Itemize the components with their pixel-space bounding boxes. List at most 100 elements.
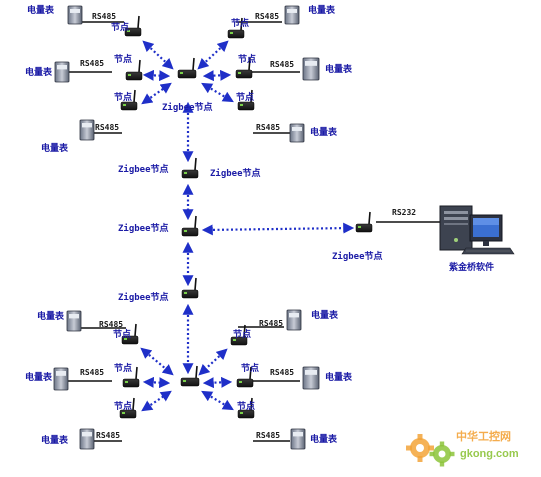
computer-icon bbox=[439, 205, 515, 255]
node-led bbox=[358, 226, 361, 228]
rs485-label: RS485 bbox=[95, 123, 120, 132]
rs485-label: RS485 bbox=[270, 368, 295, 377]
antenna-icon bbox=[250, 397, 253, 411]
rs485-label: RS485 bbox=[99, 320, 124, 329]
node-led bbox=[122, 412, 125, 414]
node-label: 节点 bbox=[111, 23, 130, 33]
antenna-icon bbox=[135, 366, 138, 380]
watermark-gear-icon bbox=[406, 434, 455, 467]
meter-display bbox=[82, 123, 92, 128]
rs485-label: RS485 bbox=[92, 12, 117, 21]
watermark-url: gkong.com bbox=[460, 448, 519, 460]
rs485-label: RS485 bbox=[96, 431, 121, 440]
node-led bbox=[233, 339, 236, 341]
zigbee-node-label: Zigbee节点 bbox=[162, 103, 213, 113]
wireless-link bbox=[140, 347, 174, 376]
node-led bbox=[127, 30, 130, 32]
meter-display bbox=[287, 9, 297, 13]
wireless-link bbox=[201, 222, 355, 236]
node-label: 节点 bbox=[114, 364, 133, 374]
antenna-icon bbox=[243, 324, 246, 338]
meter-display bbox=[305, 370, 317, 375]
wireless-link bbox=[142, 40, 174, 70]
node-label: 节点 bbox=[241, 364, 260, 374]
node-led bbox=[183, 380, 186, 382]
zigbee-node-label: Zigbee节点 bbox=[332, 252, 383, 262]
wireless-link bbox=[142, 376, 171, 389]
meter-label: 电量表 bbox=[41, 144, 69, 154]
zigbee-node-label: Zigbee节点 bbox=[118, 293, 169, 303]
antenna-icon bbox=[250, 89, 253, 103]
meter-label: 电量表 bbox=[25, 373, 53, 383]
meter-label: 电量表 bbox=[308, 6, 336, 16]
node-led bbox=[184, 172, 187, 174]
node-label: 节点 bbox=[114, 93, 133, 103]
node-led bbox=[239, 381, 242, 383]
node-led bbox=[125, 381, 128, 383]
meter-icon bbox=[289, 123, 305, 143]
antenna-icon bbox=[194, 277, 197, 291]
wireless-link bbox=[201, 82, 234, 103]
node-led bbox=[128, 74, 131, 76]
wireless-links bbox=[140, 40, 355, 412]
software-label: 紫金桥软件 bbox=[449, 263, 495, 273]
meter-icon bbox=[67, 5, 83, 25]
antenna-icon bbox=[249, 366, 252, 380]
meter-display bbox=[293, 432, 303, 437]
rs485-label: RS485 bbox=[256, 123, 281, 132]
meter-label: 电量表 bbox=[27, 6, 55, 16]
node-led bbox=[124, 338, 127, 340]
wireless-link bbox=[142, 69, 171, 82]
node-label: 节点 bbox=[114, 402, 133, 412]
antenna-icon bbox=[137, 15, 140, 29]
meter-display bbox=[70, 9, 80, 13]
antenna-icon bbox=[138, 59, 141, 73]
node-led bbox=[184, 292, 187, 294]
node-led bbox=[123, 104, 126, 106]
watermark-cn: 中华工控网 bbox=[456, 430, 511, 443]
antenna-icon bbox=[192, 57, 195, 71]
meter-icon bbox=[284, 5, 300, 25]
rs485-label: RS485 bbox=[259, 319, 284, 328]
meter-label: 电量表 bbox=[325, 65, 353, 75]
zigbee-nodes bbox=[119, 15, 373, 419]
wireless-link bbox=[197, 40, 229, 70]
node-label: 节点 bbox=[113, 330, 132, 340]
meter-label: 电量表 bbox=[310, 435, 338, 445]
node-led bbox=[180, 72, 183, 74]
rs485-label: RS485 bbox=[270, 60, 295, 69]
antenna-icon bbox=[134, 323, 137, 337]
meter-label: 电量表 bbox=[25, 68, 53, 78]
meter-label: 电量表 bbox=[310, 128, 338, 138]
node-led bbox=[240, 104, 243, 106]
zigbee-node-label: Zigbee节点 bbox=[210, 169, 261, 179]
meter-label: 电量表 bbox=[41, 436, 69, 446]
rs485-label: RS485 bbox=[255, 12, 280, 21]
antenna-icon bbox=[133, 89, 136, 103]
rs485-wires bbox=[67, 21, 440, 442]
antenna-icon bbox=[368, 211, 371, 225]
rs232-label: RS232 bbox=[392, 208, 417, 217]
node-label: 节点 bbox=[237, 402, 256, 412]
node-led bbox=[184, 230, 187, 232]
node-label: 节点 bbox=[114, 55, 133, 65]
antenna-icon bbox=[132, 397, 135, 411]
rs485-label: RS485 bbox=[256, 431, 281, 440]
meter-display bbox=[57, 65, 67, 70]
node-led bbox=[238, 72, 241, 74]
node-label: 节点 bbox=[236, 93, 255, 103]
wireless-link bbox=[202, 69, 232, 82]
wireless-link bbox=[141, 390, 172, 412]
antenna-icon bbox=[195, 365, 198, 379]
wireless-link bbox=[198, 348, 228, 376]
watermark: 中华工控网 gkong.com bbox=[404, 424, 540, 472]
meter-label: 电量表 bbox=[37, 312, 65, 322]
meter-display bbox=[292, 127, 302, 131]
node-label: 节点 bbox=[233, 330, 252, 340]
node-led bbox=[230, 32, 233, 34]
wireless-link bbox=[202, 376, 233, 389]
meter-display bbox=[82, 432, 92, 437]
meter-display bbox=[305, 61, 317, 66]
